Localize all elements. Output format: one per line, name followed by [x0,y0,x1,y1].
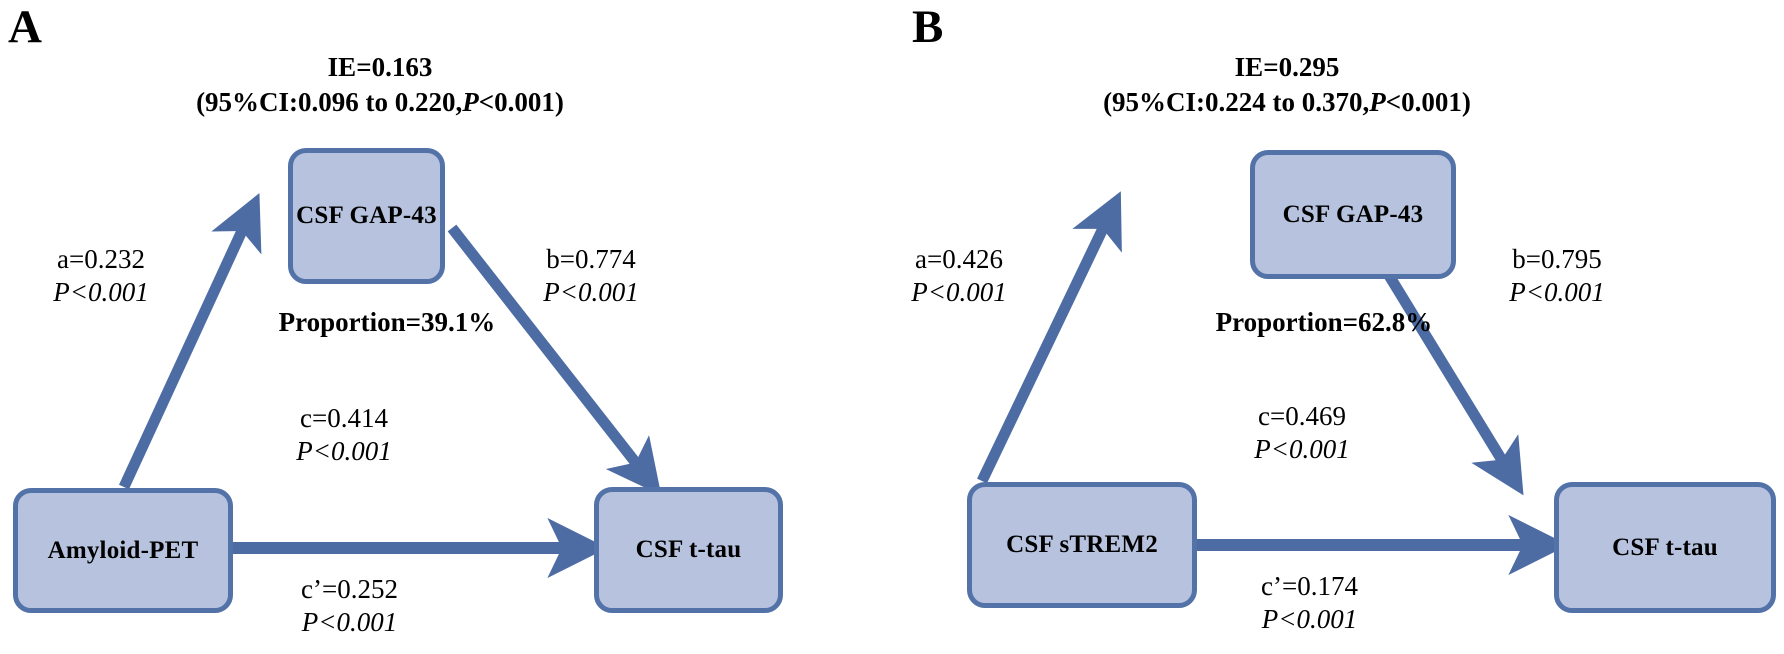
panel-b-path-a-coef: a=0.426 [915,244,1003,274]
panel-b-path-c-coef: c=0.469 [1258,401,1346,431]
panel-b-path-b-pvalue: P<0.001 [1509,276,1605,307]
panel-a-path-cprime-pvalue: P<0.001 [301,606,398,637]
panel-a-mediator-label: CSF GAP-43 [296,202,437,229]
panel-b-path-cprime-coef: c’=0.174 [1261,571,1358,601]
panel-a-path-cprime-label: c’=0.252 P<0.001 [262,573,437,639]
panel-a-proportion-label: Proportion=39.1% [278,307,496,337]
panel-b-path-a-label: a=0.426 P<0.001 [884,243,1034,309]
panel-a-letter: A [8,1,42,53]
panel-a-mediator-node[interactable]: CSF GAP-43 [288,148,445,284]
panel-a-outcome-node[interactable]: CSF t-tau [594,487,783,613]
panel-a: A IE=0.163 (95%CI:0.096 to 0.220,P<0.001… [8,1,783,639]
panel-b-ie-ci-pre: (95%CI:0.224 to 0.370, [1103,86,1370,117]
panel-a-predictor-node[interactable]: Amyloid-PET [13,488,233,613]
panel-b-path-b-label: b=0.795 P<0.001 [1482,243,1632,309]
panel-a-path-c-coef: c=0.414 [300,403,388,433]
panel-b-ie-ci-post: <0.001) [1385,86,1471,117]
panel-a-indirect-effect-title: IE=0.163 (95%CI:0.096 to 0.220,P<0.001) [80,50,680,119]
panel-a-path-c-label: c=0.414 P<0.001 [264,402,424,468]
panel-a-path-a-label: a=0.232 P<0.001 [26,243,176,309]
panel-a-ie-ci: (95%CI:0.096 to 0.220,P<0.001) [80,85,680,120]
panel-a-path-a-coef: a=0.232 [57,244,145,274]
panel-b-ie-value: IE=0.295 [1234,52,1340,82]
panel-a-ie-ci-p-symbol: P [462,86,479,117]
panel-a-path-a-pvalue: P<0.001 [53,276,149,307]
panel-a-ie-ci-pre: (95%CI:0.096 to 0.220, [196,86,463,117]
panel-b-path-b-coef: b=0.795 [1512,244,1602,274]
panel-b-letter: B [912,1,944,53]
panel-a-path-cprime-coef: c’=0.252 [301,574,398,604]
panel-a-ie-value: IE=0.163 [327,52,433,82]
panel-b-outcome-node[interactable]: CSF t-tau [1554,482,1776,613]
panel-a-path-c-pvalue: P<0.001 [296,435,392,466]
panel-b-indirect-effect-title: IE=0.295 (95%CI:0.224 to 0.370,P<0.001) [987,50,1587,119]
panel-b-predictor-node[interactable]: CSF sTREM2 [967,482,1197,608]
panel-a-path-b-label: b=0.774 P<0.001 [516,243,666,309]
panel-b-path-c-label: c=0.469 P<0.001 [1222,400,1382,466]
panel-a-outcome-label: CSF t-tau [635,536,742,563]
panel-a-path-b-coef: b=0.774 [546,244,636,274]
panel-b-outcome-label: CSF t-tau [1612,533,1718,561]
panel-b-path-a-pvalue: P<0.001 [911,276,1007,307]
panel-b-mediator-node[interactable]: CSF GAP-43 [1250,150,1456,279]
panel-b-mediator-label: CSF GAP-43 [1282,200,1424,228]
panel-a-predictor-label: Amyloid-PET [47,536,199,564]
panel-b-ie-ci: (95%CI:0.224 to 0.370,P<0.001) [987,85,1587,120]
panel-b-ie-ci-p-symbol: P [1369,86,1386,117]
panel-a-ie-ci-post: <0.001) [478,86,564,117]
panel-b: B IE=0.295 (95%CI:0.224 to 0.370,P<0.001… [892,0,1784,654]
panel-b-path-c-pvalue: P<0.001 [1254,433,1350,464]
panel-b-path-cprime-pvalue: P<0.001 [1261,603,1358,634]
panel-b-predictor-label: CSF sTREM2 [1006,531,1158,558]
panel-a-path-b-pvalue: P<0.001 [543,276,639,307]
panel-b-proportion-label: Proportion=62.8% [1215,307,1433,337]
panel-b-path-cprime-label: c’=0.174 P<0.001 [1222,570,1397,636]
